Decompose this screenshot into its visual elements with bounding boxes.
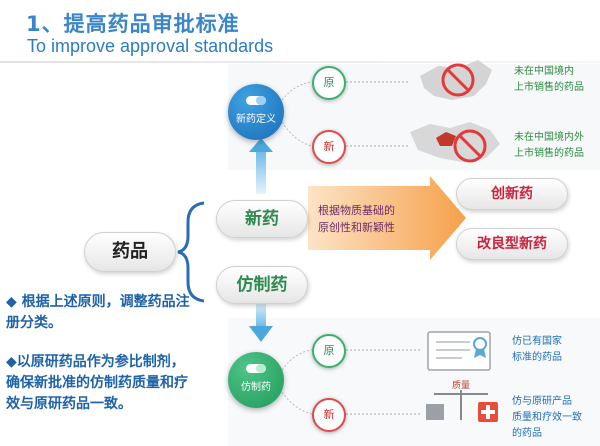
certificate-icon (427, 331, 491, 371)
page-subtitle: To improve approval standards (27, 36, 274, 56)
note-new-yuan: 未在中国境内 上市销售的药品 (514, 66, 584, 93)
page-title: 1、提高药品审批标准 (26, 12, 240, 36)
improved-new-drug-node: 改良型新药 (456, 228, 568, 260)
world-map-icon (410, 122, 500, 163)
orange-arrow (308, 176, 466, 260)
generic-drug-node: 仿制药 (216, 266, 308, 304)
down-arrow-head (249, 326, 273, 342)
generic-panel-bg (228, 318, 600, 446)
connector-gen-xin (281, 391, 313, 415)
innovative-drug-node: 创新药 (456, 178, 568, 210)
note-new-xin: 未在中国境内外 上市销售的药品 (514, 132, 584, 159)
tag-yuan-generic: 原 (312, 334, 346, 368)
new-drug-node: 新药 (216, 200, 308, 238)
new-drug-panel-bg (228, 64, 600, 170)
curly-brace (177, 201, 205, 303)
tag-yuan-new: 原 (312, 66, 346, 100)
connector-new-xin (281, 121, 313, 147)
generic-drug-circle-label: 仿制药 (241, 382, 271, 393)
china-map-icon (420, 60, 492, 100)
down-arrow-shaft (256, 300, 266, 328)
tag-xin-new: 新 (312, 130, 346, 164)
classification-basis-text: 根据物质基础的 原创性和新颖性 (318, 204, 395, 234)
generic-drug-circle: 仿制药 (228, 352, 284, 408)
bullet-reference-drug: ◆以原研药品作为参比制剂，确保新批准的仿制药质量和疗效与原研药品一致。 (6, 354, 188, 412)
connector-new-yuan (281, 81, 313, 101)
scale-label: 质量 (452, 381, 471, 391)
note-generic-xin: 仿与原研产品 质量和疗效一致 的药品 (512, 396, 582, 439)
up-arrow-head (249, 138, 273, 152)
scale-icon (426, 390, 498, 422)
title-divider (0, 61, 600, 63)
new-drug-definition-circle: 新药定义 (228, 84, 284, 140)
capsule-icon (228, 95, 284, 109)
note-generic-yuan: 仿已有国家 标准的药品 (512, 336, 562, 363)
root-drug-node: 药品 (84, 232, 176, 272)
bullet-adjust-classification: ◆ 根据上述原则，调整药品注册分类。 (6, 294, 190, 331)
tag-xin-generic: 新 (312, 398, 346, 432)
new-drug-definition-label: 新药定义 (236, 114, 276, 125)
capsule-icon (228, 363, 284, 377)
up-arrow-shaft (256, 150, 266, 194)
